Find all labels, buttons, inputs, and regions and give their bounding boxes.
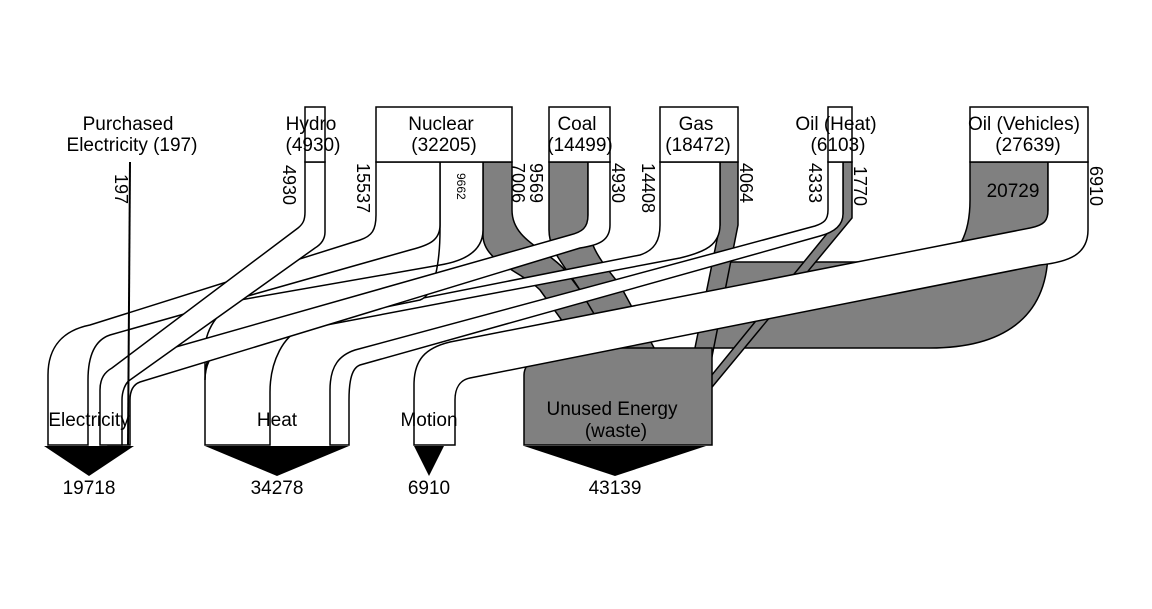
sink-total-motion: 6910 [408, 478, 450, 499]
sink-total-heat: 34278 [251, 478, 304, 499]
sink-total-waste: 43139 [589, 478, 642, 499]
flow-label-hydro: 4930 [279, 165, 299, 205]
flow-oilheat-heat [329, 161, 844, 446]
used-flows [47, 161, 1089, 446]
source-label-hydro-2: (4930) [286, 135, 341, 156]
source-label-oilheat-1: Oil (Heat) [795, 114, 876, 135]
flow-oilvehicles-motion [413, 161, 1089, 446]
flow-label-gas-heat: 14408 [638, 163, 658, 213]
flow-label-oilheat-waste: 1770 [850, 166, 870, 206]
source-label-hydro-1: Hydro [286, 114, 337, 135]
source-label-oilvehicles-2: (27639) [995, 135, 1061, 156]
box-nuclear [375, 106, 513, 163]
flow-hydro-electricity [99, 161, 326, 446]
sink-label-heat: Heat [257, 410, 298, 431]
source-boxes [304, 106, 1089, 163]
sink-arrows [44, 446, 706, 476]
flow-value-labels: 197 4930 15537 9662 7006 9569 4930 14408… [111, 163, 1106, 213]
sink-label-waste-2: (waste) [585, 421, 647, 442]
flow-coal-electricity [107, 161, 611, 446]
flow-purchased-electricity [127, 161, 131, 446]
sink-labels: Electricity Heat Motion Unused Energy (w… [48, 399, 678, 499]
flow-label-oilheat-heat: 4333 [805, 163, 825, 203]
source-label-oilvehicles-1: Oil (Vehicles) [968, 114, 1080, 135]
flow-label-nuclear-waste: 7006 [508, 163, 528, 203]
arrow-heat [205, 446, 349, 476]
source-label-coal-2: (14499) [547, 135, 613, 156]
source-label-nuclear-1: Nuclear [408, 114, 474, 135]
box-oil-heat [827, 106, 853, 163]
source-label-purchased-2: Electricity (197) [67, 135, 198, 156]
source-label-coal-1: Coal [557, 114, 596, 135]
source-label-nuclear-2: (32205) [411, 135, 477, 156]
flow-label-coal-electricity: 4930 [608, 163, 628, 203]
arrow-electricity [44, 446, 134, 476]
box-hydro [304, 106, 326, 163]
flow-label-coal-waste: 9569 [526, 163, 546, 203]
flow-label-nuclear-electricity: 15537 [353, 163, 373, 213]
arrow-motion [414, 446, 444, 476]
box-gas [659, 106, 739, 163]
sink-label-motion: Motion [400, 410, 457, 431]
source-labels: Purchased Electricity (197) Hydro (4930)… [67, 114, 1080, 156]
arrow-waste [524, 446, 706, 476]
sink-total-electricity: 19718 [63, 478, 116, 499]
source-label-purchased-1: Purchased [83, 114, 174, 135]
flow-gas-heat [204, 161, 721, 446]
flow-label-nuclear-heat: 9662 [454, 173, 468, 200]
source-label-gas-1: Gas [679, 114, 714, 135]
flow-nuclear-electricity [47, 161, 441, 446]
box-oil-vehicles [969, 106, 1089, 163]
box-coal [548, 106, 611, 163]
sink-label-waste-1: Unused Energy [547, 399, 678, 420]
source-label-oilheat-2: (6103) [811, 135, 866, 156]
flow-label-gas-waste: 4064 [736, 163, 756, 203]
source-label-gas-2: (18472) [665, 135, 731, 156]
flow-label-purchased: 197 [111, 174, 131, 204]
flow-label-oilvehicles-waste: 20729 [987, 181, 1040, 202]
flow-label-oilvehicles-motion: 6910 [1086, 166, 1106, 206]
sink-label-electricity: Electricity [48, 410, 130, 431]
